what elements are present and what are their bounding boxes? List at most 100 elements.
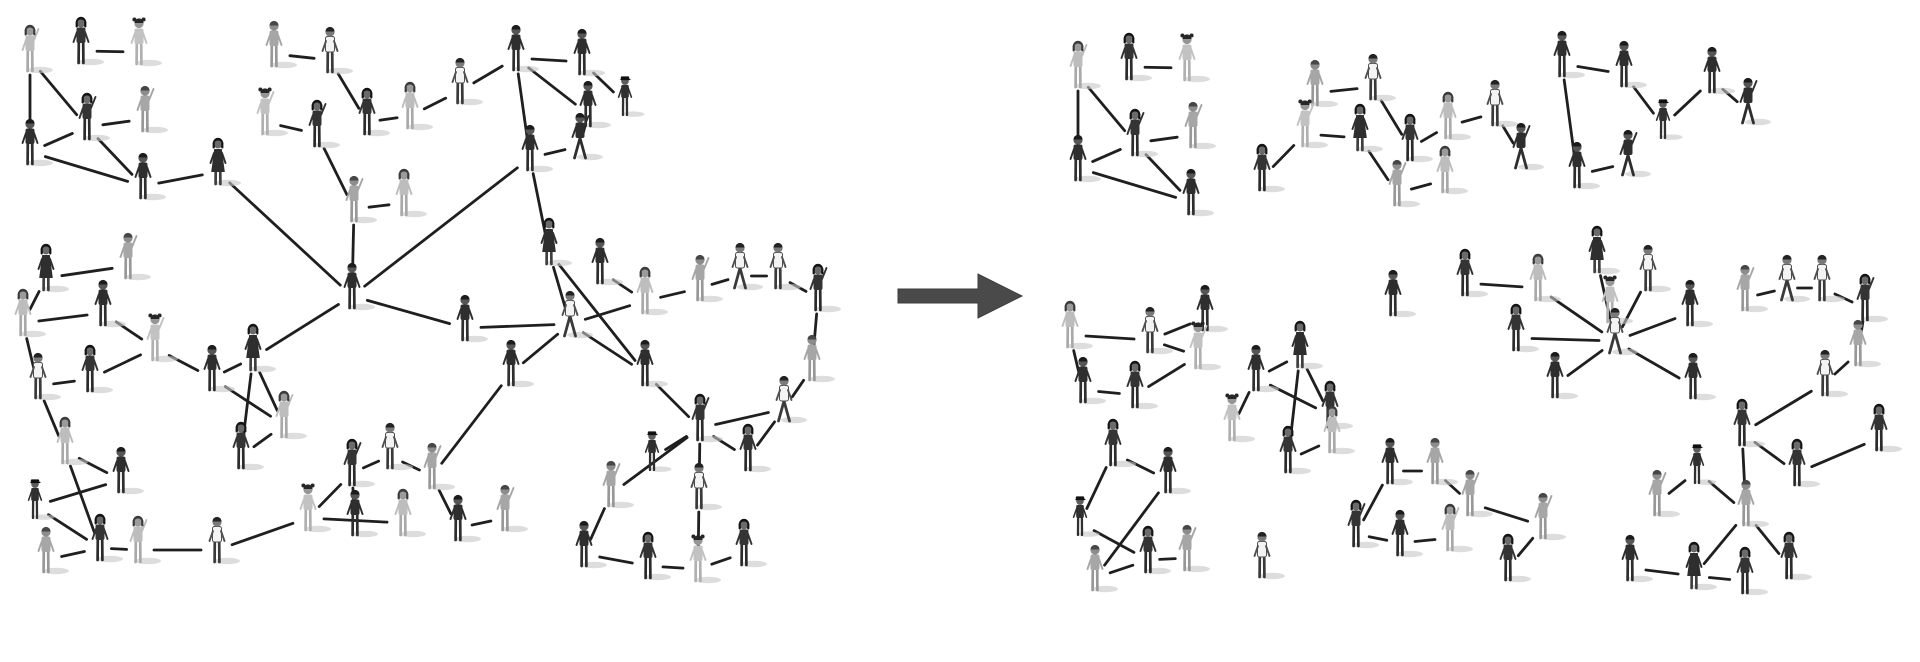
network-edge [1267, 360, 1289, 373]
person-node [496, 484, 528, 533]
person-node [1870, 403, 1902, 453]
person-node [456, 294, 488, 343]
network-edge [60, 266, 114, 278]
person-node [502, 339, 534, 388]
person-node [1685, 541, 1717, 591]
person-node [451, 57, 483, 106]
network-edge [1410, 182, 1432, 191]
person-node [1178, 33, 1210, 83]
person-node [644, 431, 672, 472]
person-node [1733, 398, 1765, 448]
network-edge [557, 263, 637, 362]
network-edge [1754, 389, 1813, 427]
person-node [636, 339, 668, 388]
network-edge [1667, 479, 1687, 495]
network-edge [1632, 85, 1655, 115]
person-node [1736, 546, 1768, 596]
person-node [1499, 533, 1531, 583]
person-node [1486, 79, 1518, 128]
person-node [1291, 320, 1323, 370]
person-node [401, 81, 433, 131]
person-node [1512, 122, 1544, 171]
person-node [1816, 349, 1848, 398]
person-node [423, 442, 455, 491]
person-node [575, 520, 607, 569]
person-node [1069, 134, 1101, 183]
network-edge [710, 278, 730, 286]
person-node [299, 483, 331, 533]
network-edge [654, 382, 691, 419]
network-edge [336, 72, 361, 110]
person-node [769, 242, 801, 291]
person-node [1323, 405, 1355, 455]
person-node [1737, 479, 1769, 528]
person-node [1072, 496, 1100, 537]
network-edge [279, 124, 303, 132]
person-node [1684, 352, 1716, 401]
person-node [1780, 531, 1812, 581]
person-node [1606, 307, 1638, 356]
person-node [321, 26, 353, 75]
network-edge [598, 555, 634, 565]
network-edge [1530, 337, 1601, 342]
network-edge [1091, 148, 1122, 163]
network-edge [60, 550, 86, 558]
person-node [112, 446, 144, 495]
person-node [1588, 225, 1620, 275]
network-edge [1590, 165, 1615, 173]
person-node [803, 334, 835, 383]
person-node [1196, 284, 1228, 333]
network-edge [622, 436, 689, 486]
person-node [739, 423, 771, 473]
network-edge [1097, 390, 1121, 395]
network-edge [714, 411, 770, 426]
network-edge [1833, 360, 1850, 376]
network-edge [1516, 536, 1535, 558]
person-node [94, 279, 126, 328]
network-edge [661, 565, 685, 570]
person-node [37, 526, 69, 575]
person-node [690, 462, 722, 511]
person-node [1681, 279, 1713, 328]
network-edge [1566, 349, 1604, 377]
network-edge [1237, 391, 1251, 415]
person-node [1296, 99, 1328, 149]
person-node [1441, 503, 1473, 553]
person-node [1639, 244, 1671, 293]
network-edge [1460, 115, 1483, 124]
network-edge [437, 488, 453, 516]
person-node [1159, 446, 1191, 495]
person-node [1074, 356, 1106, 405]
person-node [1689, 444, 1717, 485]
person-node [1813, 254, 1845, 303]
network-edge [1707, 576, 1732, 581]
network-edge [265, 303, 340, 351]
person-node [265, 20, 297, 69]
network-edge [367, 203, 391, 209]
person-node [1061, 300, 1093, 350]
network-edge [470, 519, 493, 527]
person-node [691, 254, 723, 303]
person-node [1439, 91, 1471, 141]
person-node [1849, 319, 1881, 368]
person-node [1426, 437, 1458, 486]
network-edge [581, 331, 634, 366]
network-edge [1379, 99, 1404, 136]
person-node [203, 344, 235, 393]
person-node [1189, 321, 1221, 371]
network-edge [1483, 506, 1530, 523]
person-node [1534, 492, 1566, 541]
person-node [591, 237, 623, 286]
network-edge [521, 332, 560, 365]
person-node [507, 24, 539, 73]
network-edge [1091, 171, 1178, 199]
person-node [775, 375, 807, 424]
person-node [1553, 30, 1585, 79]
person-node [731, 242, 763, 291]
network-edge [43, 132, 74, 147]
network-edge [1329, 87, 1359, 93]
person-node [735, 518, 767, 568]
network-edge [228, 181, 342, 287]
network-edge [1271, 144, 1296, 168]
